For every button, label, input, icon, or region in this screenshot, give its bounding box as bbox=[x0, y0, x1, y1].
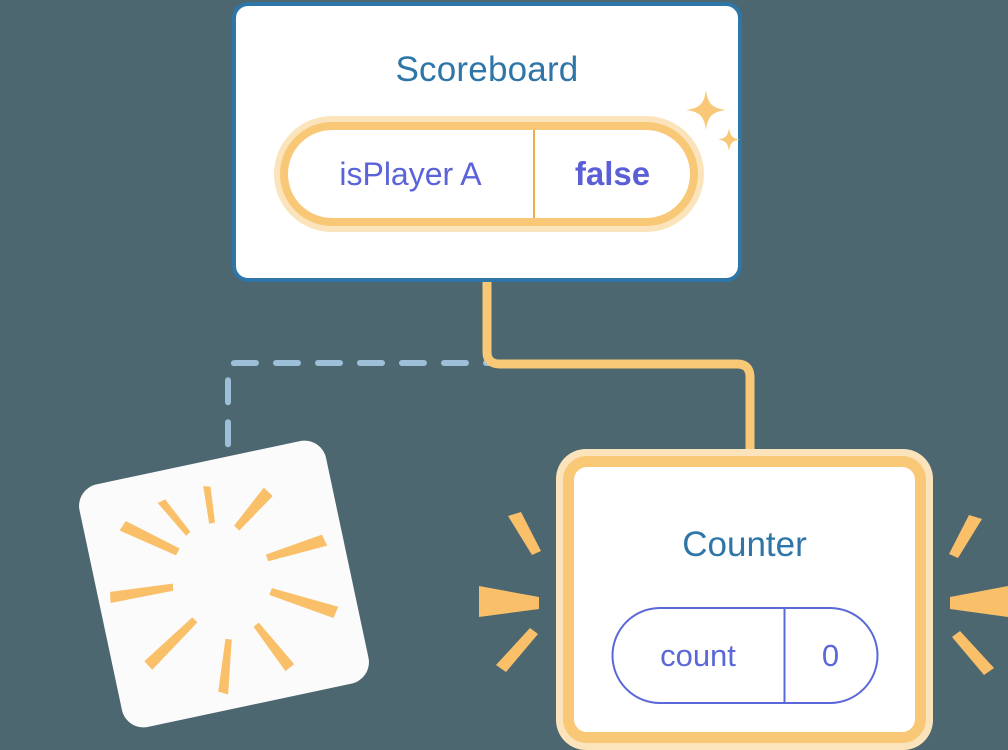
burst-ray bbox=[218, 638, 232, 695]
burst-ray bbox=[119, 521, 180, 556]
scoreboard-state-pill[interactable]: isPlayer A false bbox=[280, 122, 698, 226]
burst-ray bbox=[952, 631, 994, 675]
scoreboard-state-key: isPlayer A bbox=[288, 130, 535, 218]
burst-ray bbox=[234, 487, 273, 531]
counter-title: Counter bbox=[682, 525, 807, 564]
burst-ray bbox=[496, 628, 538, 672]
connector-scoreboard-to-counter bbox=[482, 280, 755, 460]
scoreboard-state-row[interactable]: isPlayer A false bbox=[280, 122, 698, 226]
connector-scoreboard-to-placeholder bbox=[225, 297, 490, 488]
burst-ray bbox=[203, 486, 216, 524]
counter-state-pill[interactable]: count 0 bbox=[611, 607, 878, 704]
burst-ray bbox=[144, 617, 198, 670]
counter-card[interactable]: Counter count 0 bbox=[556, 449, 933, 750]
burst-ray bbox=[265, 534, 328, 562]
burst-ray bbox=[110, 583, 174, 604]
counter-state-key: count bbox=[613, 609, 785, 702]
burst-ray bbox=[508, 512, 541, 555]
scoreboard-title: Scoreboard bbox=[395, 50, 579, 89]
scoreboard-card[interactable]: Scoreboard isPlayer A false bbox=[232, 2, 742, 282]
burst-ray bbox=[949, 515, 982, 558]
counter-state-value: 0 bbox=[821, 637, 840, 673]
burst-ray bbox=[479, 586, 539, 617]
burst-ray bbox=[253, 622, 295, 672]
placeholder-card[interactable] bbox=[74, 436, 374, 732]
burst-ray bbox=[950, 586, 1008, 617]
placeholder-burst-rays bbox=[110, 486, 339, 695]
burst-ray bbox=[269, 588, 339, 618]
counter-card-inner: Counter count 0 bbox=[563, 456, 926, 743]
burst-ray bbox=[157, 499, 191, 536]
scoreboard-state-value: false bbox=[574, 155, 651, 192]
